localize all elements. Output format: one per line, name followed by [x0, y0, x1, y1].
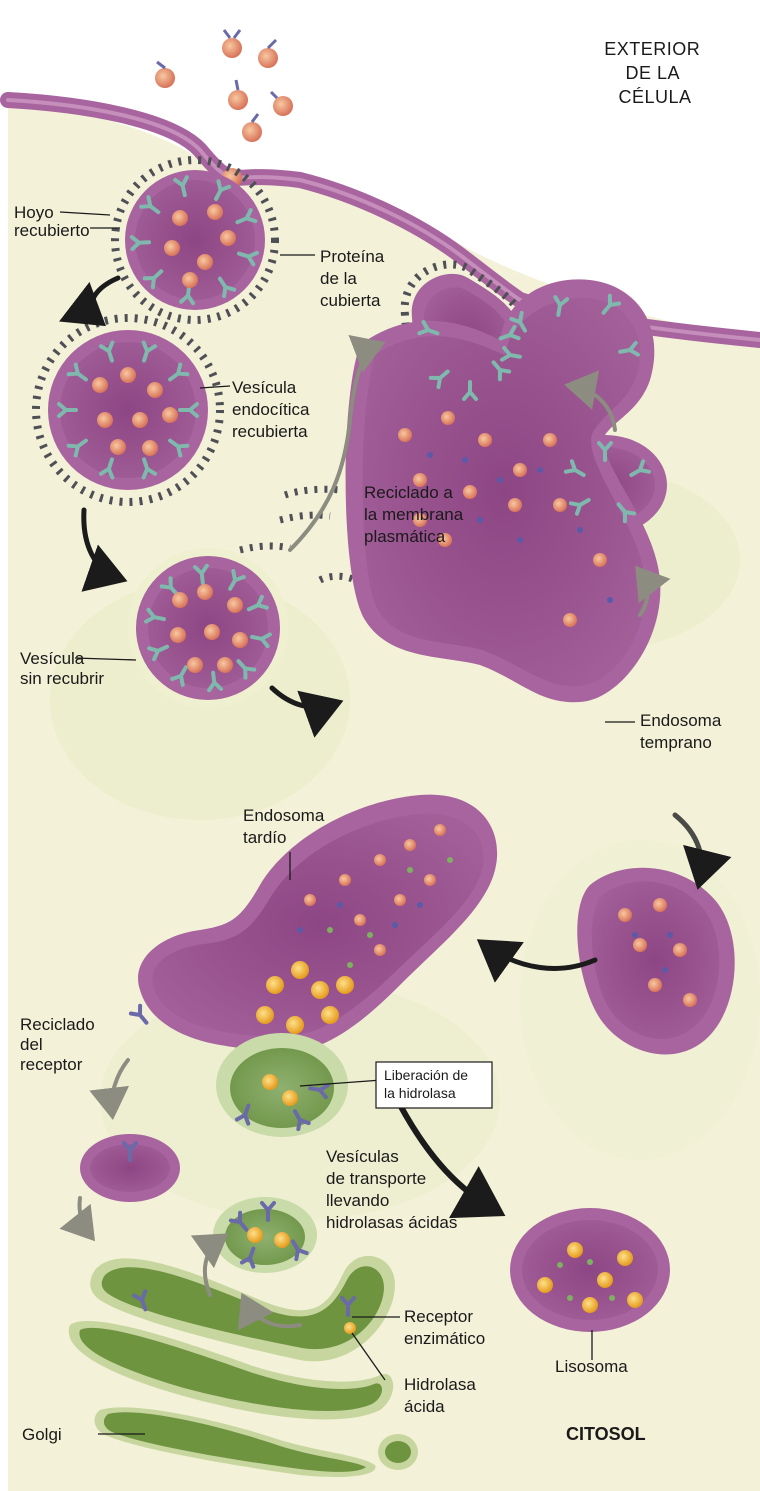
particle-mark [477, 517, 483, 523]
ligand-mark [304, 894, 316, 906]
particle-mark [607, 597, 613, 603]
hydrolase-mark [321, 1006, 339, 1024]
ligand-mark [543, 433, 557, 447]
hydrolase-mark [311, 981, 329, 999]
ligand-mark [220, 230, 236, 246]
particle-mark [347, 962, 353, 968]
ligand-mark [182, 272, 198, 288]
ligand-mark [172, 210, 188, 226]
hydrolase-mark [582, 1297, 598, 1313]
particle-mark [407, 867, 413, 873]
ligand-mark [92, 377, 108, 393]
ligand-mark [339, 874, 351, 886]
ligand-mark [618, 908, 632, 922]
particle-mark [567, 1295, 573, 1301]
ligand-mark [354, 914, 366, 926]
ligand-mark [563, 613, 577, 627]
particle-mark [632, 932, 638, 938]
label-lysosome: Lisosoma [555, 1357, 628, 1376]
particle-mark [537, 467, 543, 473]
particle-mark [392, 922, 398, 928]
ligand-mark [110, 439, 126, 455]
ligand-mark [478, 433, 492, 447]
ligand-mark [120, 367, 136, 383]
ligand-mark [170, 627, 186, 643]
ligand-mark [374, 854, 386, 866]
ligand-mark [147, 382, 163, 398]
ligand-mark [217, 657, 233, 673]
particle-mark [587, 1259, 593, 1265]
hydrolase-mark [617, 1250, 633, 1266]
hydrolase-mark [344, 1322, 356, 1334]
ligand-mark [97, 412, 113, 428]
hydrolase-mark [627, 1292, 643, 1308]
ligand-mark [227, 597, 243, 613]
particle-mark [447, 857, 453, 863]
ligand-mark [197, 254, 213, 270]
ligand-mark [404, 839, 416, 851]
label-cytosol: CITOSOL [566, 1424, 646, 1444]
hydrolase-mark [282, 1090, 298, 1106]
ligand-mark [513, 463, 527, 477]
particle-mark [517, 537, 523, 543]
ligand-mark [424, 874, 436, 886]
particle-mark [609, 1295, 615, 1301]
ligand-mark [207, 204, 223, 220]
ligand-mark [394, 894, 406, 906]
hydrolase-mark [291, 961, 309, 979]
ligand-mark [648, 978, 662, 992]
hydrolase-mark [597, 1272, 613, 1288]
ligand-mark [653, 898, 667, 912]
particle-mark [297, 927, 303, 933]
hydrolase-mark [336, 976, 354, 994]
hydrolase-mark [274, 1232, 290, 1248]
ligand-mark [553, 498, 567, 512]
hydrolase-mark [262, 1074, 278, 1090]
ligand-mark [508, 498, 522, 512]
ligand-mark [132, 412, 148, 428]
particle-mark [557, 1262, 563, 1268]
ligand-mark [232, 632, 248, 648]
particle-mark [462, 457, 468, 463]
ligand-mark [172, 592, 188, 608]
ligand-mark [162, 407, 178, 423]
ligand-mark [463, 485, 477, 499]
particle-mark [327, 927, 333, 933]
ligand-mark [398, 428, 412, 442]
receptor-recycling-vesicle [80, 1134, 180, 1202]
hydrolase-mark [256, 1006, 274, 1024]
ligand-mark [374, 944, 386, 956]
particle-mark [427, 452, 433, 458]
label-exterior: EXTERIOR DE LA CÉLULA [604, 39, 706, 107]
hydrolase-mark [537, 1277, 553, 1293]
particle-mark [337, 902, 343, 908]
particle-mark [497, 477, 503, 483]
ligand-mark [142, 440, 158, 456]
ligand-mark [164, 240, 180, 256]
ligand-mark [593, 553, 607, 567]
ligand-mark [204, 624, 220, 640]
hydrolase-mark [247, 1227, 263, 1243]
hydrolase-mark [286, 1016, 304, 1034]
particle-mark [667, 932, 673, 938]
ligand-mark [683, 993, 697, 1007]
particle-mark [662, 967, 668, 973]
label-golgi: Golgi [22, 1425, 62, 1444]
particle-mark [577, 527, 583, 533]
hydrolase-mark [567, 1242, 583, 1258]
particle-mark [367, 932, 373, 938]
ligand-mark [441, 411, 455, 425]
ligand-mark [633, 938, 647, 952]
particle-mark [417, 902, 423, 908]
ligand-mark [673, 943, 687, 957]
hydrolase-mark [266, 976, 284, 994]
ligand-mark [197, 584, 213, 600]
lysosome [510, 1208, 670, 1332]
ligand-mark [187, 657, 203, 673]
ligand-mark [434, 824, 446, 836]
